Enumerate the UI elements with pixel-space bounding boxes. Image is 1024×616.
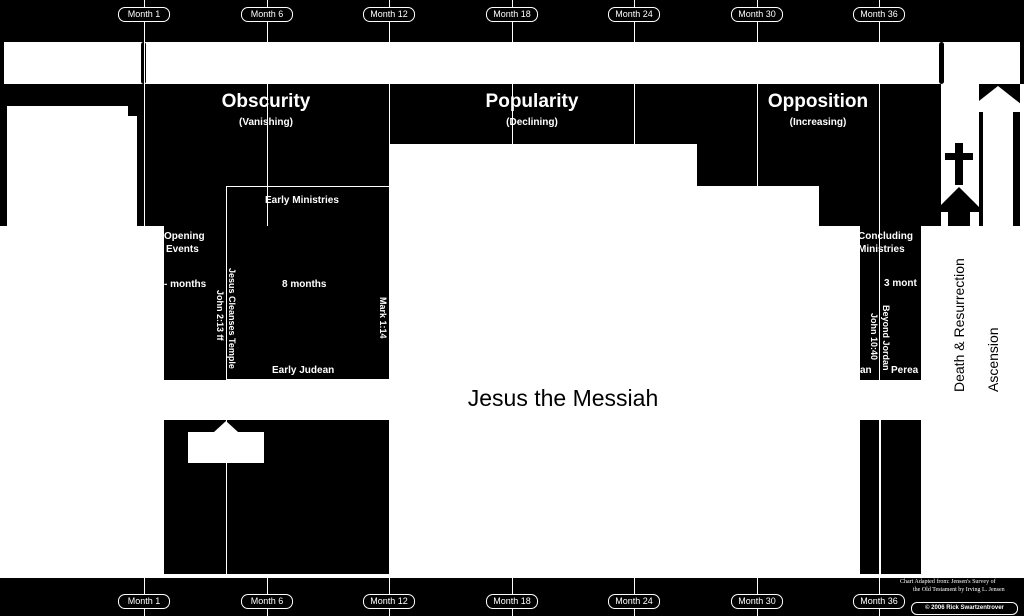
ascension-arrow-icon (965, 86, 1024, 112)
credit-adapted-line1: Chart Adapted from: Jensen's Survey of (900, 579, 996, 585)
early-ref-temple: Jesus Cleanses Temple (227, 268, 237, 369)
gridline-month-1 (144, 0, 145, 616)
gridline-month-6 (267, 0, 268, 226)
death-resurrection-label: Death & Resurrection (951, 258, 967, 392)
top-month-6: Month 6 (241, 7, 293, 22)
gridline-month-18 (512, 0, 513, 616)
phase-obscurity-title: Obscurity (221, 91, 311, 112)
early-ref-john: John 2:13 ff (215, 290, 225, 341)
ascension-arrow-shaft (983, 112, 1013, 226)
early-duration: 8 months (282, 279, 327, 290)
left-box-notch (128, 106, 137, 116)
concluding-region-left: an (860, 365, 872, 376)
top-month-18: Month 18 (486, 7, 538, 22)
early-block (226, 186, 390, 380)
bottom-month-36: Month 36 (853, 594, 905, 609)
early-region: Early Judean (272, 365, 335, 376)
top-month-12: Month 12 (363, 7, 415, 22)
top-month-36: Month 36 (853, 7, 905, 22)
phase-opposition-subtitle: (Increasing) (789, 117, 847, 128)
opening-duration: - months (164, 279, 207, 290)
top-band-sep-2 (939, 42, 944, 84)
ascension-label: Ascension (985, 327, 1001, 392)
gridline-month-30 (757, 0, 758, 616)
top-band-edge-right (1020, 42, 1024, 84)
concluding-title-line1: Concluding (858, 231, 913, 242)
gridline-month-12 (389, 0, 390, 616)
death-arrow-shaft (948, 212, 970, 226)
concluding-title-line2: Ministries (858, 244, 905, 255)
phase-popularity-title: Popularity (485, 91, 579, 112)
opening-title-line1: Opening (164, 231, 205, 242)
opposition-step (697, 186, 819, 234)
popularity-field (390, 144, 697, 234)
opening-title-line2: Events (166, 244, 199, 255)
gridline-month-24 (634, 0, 635, 616)
lower-left-field (0, 420, 164, 574)
bottom-month-6: Month 6 (241, 594, 293, 609)
top-band-edge-left (0, 42, 4, 84)
opening-block (164, 226, 226, 380)
bottom-month-1: Month 1 (118, 594, 170, 609)
bottom-band (0, 574, 1024, 578)
concluding-ref-jordan: Beyond Jordan (881, 305, 891, 371)
top-month-24: Month 24 (608, 7, 660, 22)
concluding-ref-john: John 10:40 (869, 313, 879, 361)
top-month-1: Month 1 (118, 7, 170, 22)
bottom-month-30: Month 30 (731, 594, 783, 609)
top-month-30: Month 30 (731, 7, 783, 22)
gridline-concluding (880, 420, 881, 574)
phase-obscurity-subtitle: (Vanishing) (239, 117, 293, 128)
bottom-month-18: Month 18 (486, 594, 538, 609)
concluding-block (860, 226, 921, 380)
cross-icon-bar (945, 153, 973, 160)
phase-popularity-subtitle: (Declining) (506, 117, 558, 128)
death-arrow-icon (934, 187, 984, 212)
top-band-sep-1 (141, 42, 146, 84)
lower-concluding-block (860, 420, 921, 574)
cross-icon (955, 143, 963, 185)
main-title: Jesus the Messiah (467, 385, 659, 411)
lower-right-field (921, 420, 1024, 574)
lower-field (390, 420, 860, 574)
bottom-month-12: Month 12 (363, 594, 415, 609)
concluding-duration: 3 mont (884, 278, 917, 289)
concluding-region-right: Perea (891, 365, 919, 376)
gridline-month-36 (879, 0, 880, 616)
early-ref-mark: Mark 1:14 (378, 297, 388, 339)
bottom-month-24: Month 24 (608, 594, 660, 609)
gridline-temple (226, 420, 227, 574)
phase-opposition-title: Opposition (767, 91, 869, 112)
early-title: Early Ministries (265, 195, 339, 206)
left-box (7, 106, 137, 226)
credit-copyright: © 2006 Rick Swartzentrover (911, 602, 1018, 615)
credit-adapted-line2: the Old Testament by Irving L. Jensen (913, 587, 1005, 593)
